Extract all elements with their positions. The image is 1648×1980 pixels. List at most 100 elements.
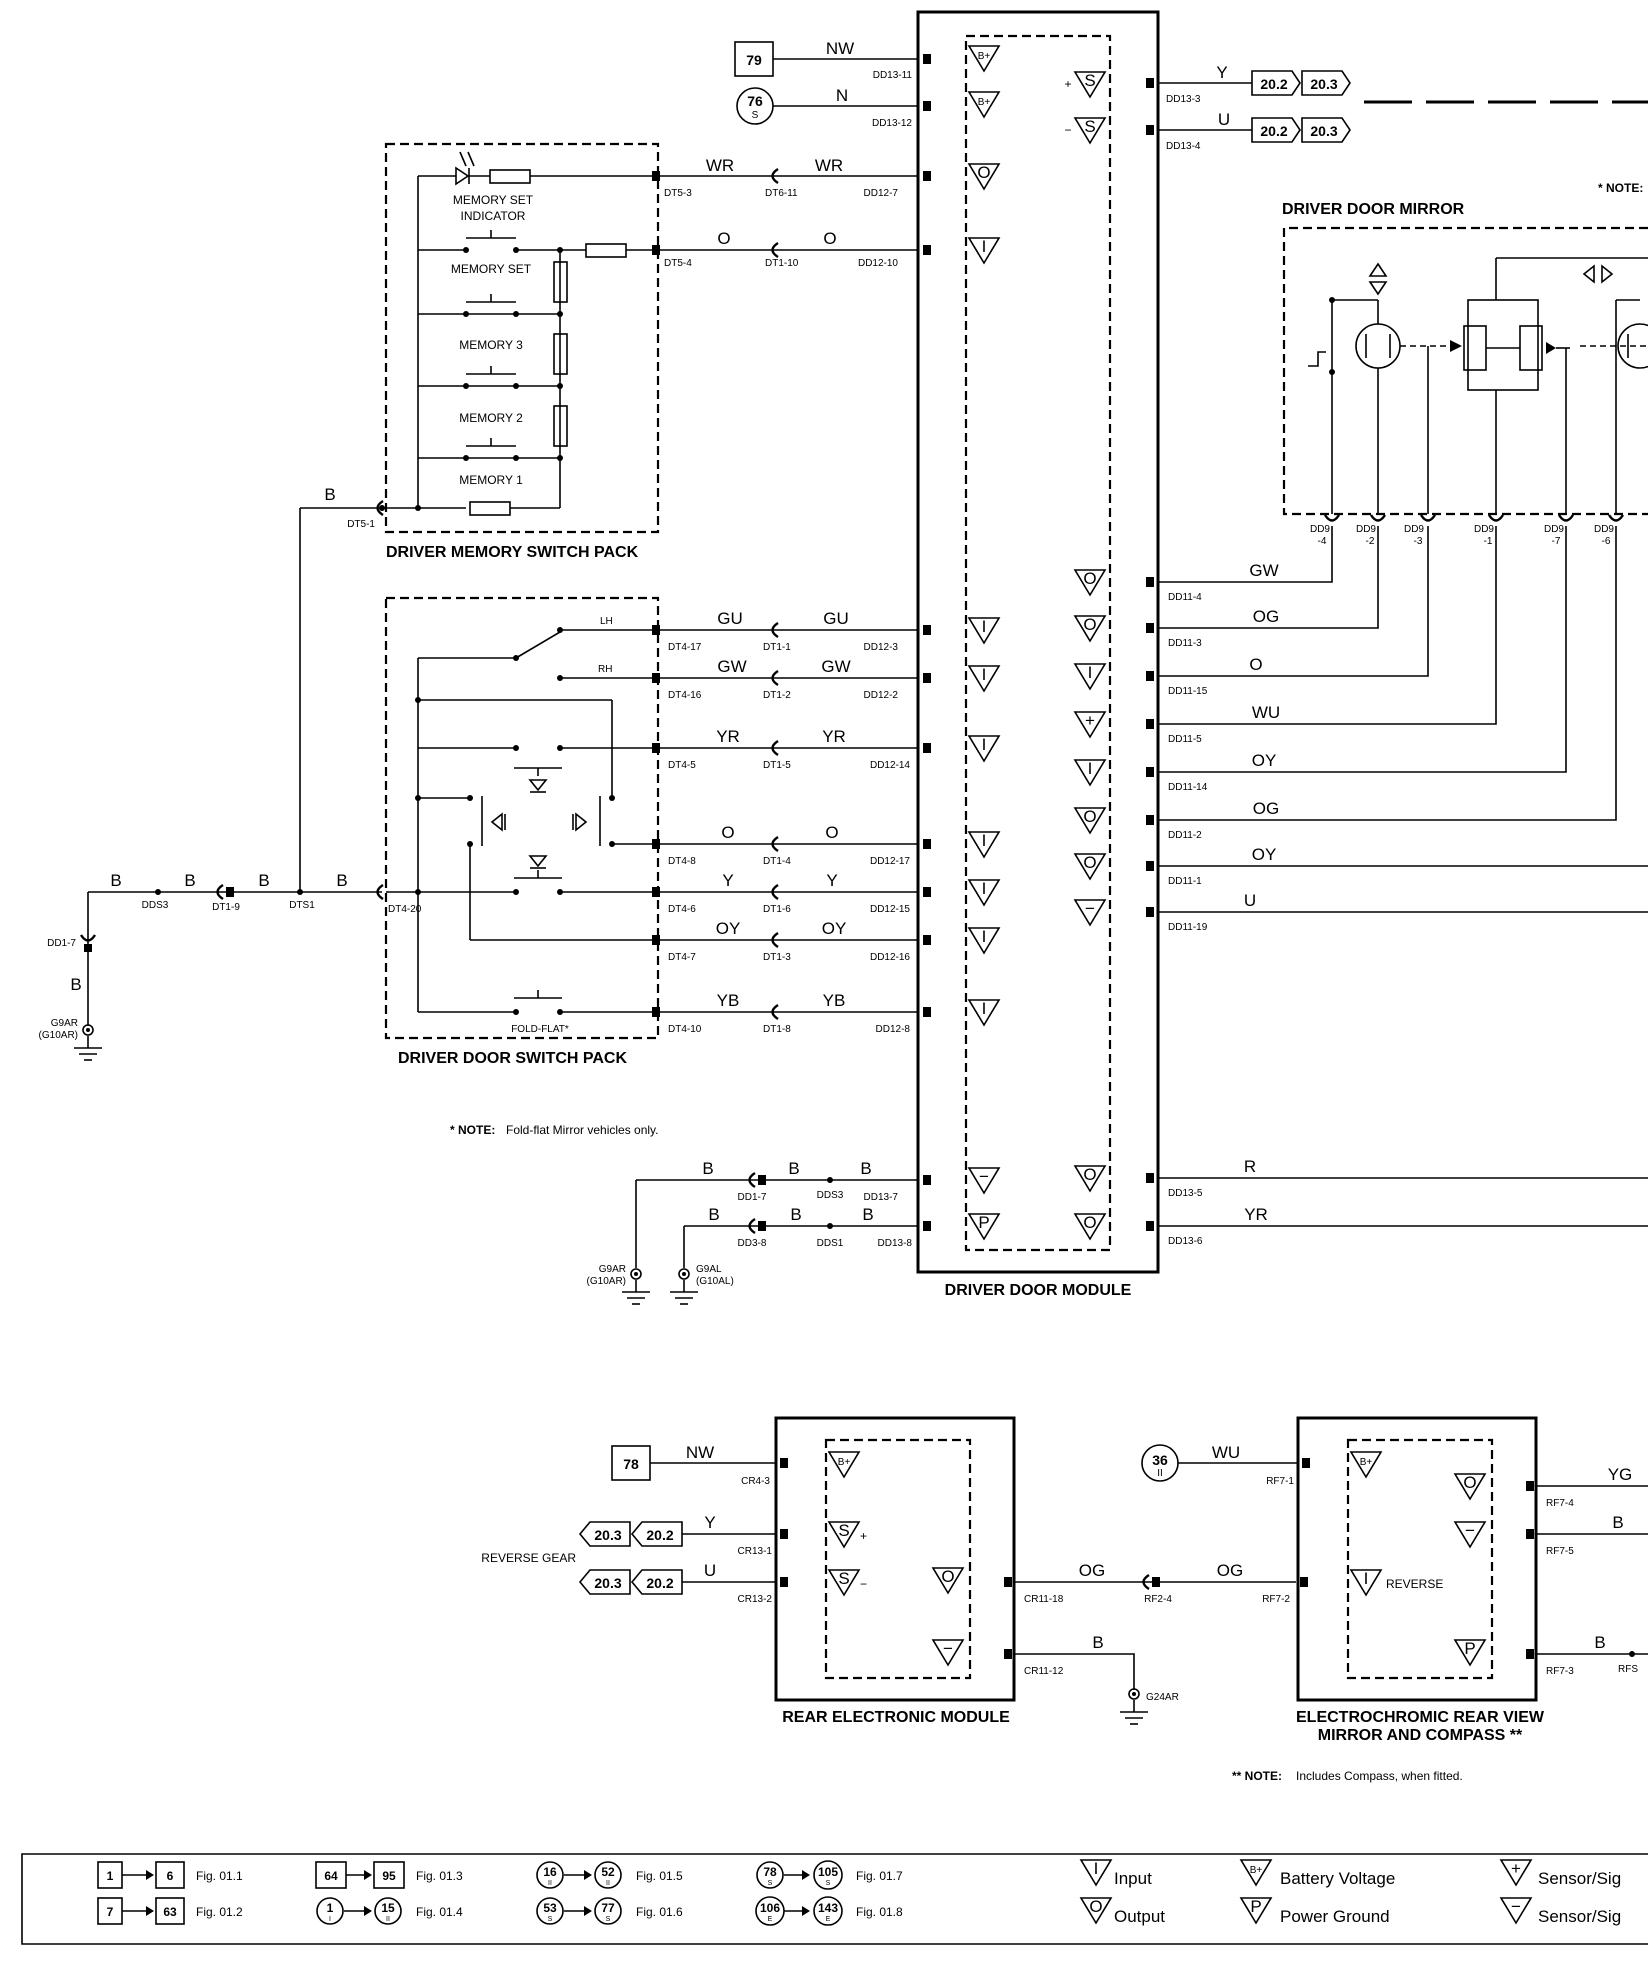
svg-text:DT4-17: DT4-17 [668, 642, 702, 653]
svg-text:+: + [860, 1529, 867, 1543]
svg-text:DD12-2: DD12-2 [864, 690, 899, 701]
svg-text:20.3: 20.3 [594, 1527, 621, 1543]
svg-text:DDS3: DDS3 [142, 900, 169, 911]
svg-text:DTS1: DTS1 [289, 900, 315, 911]
svg-text:O: O [1083, 853, 1096, 872]
svg-text:6: 6 [167, 1869, 174, 1883]
svg-text:O: O [717, 229, 730, 248]
svg-text:I: I [1088, 759, 1093, 778]
svg-text:B: B [336, 871, 347, 890]
svg-text:105: 105 [818, 1865, 838, 1879]
svg-text:+: + [1085, 711, 1095, 730]
svg-text:-6: -6 [1602, 536, 1611, 547]
svg-text:DT5-3: DT5-3 [664, 188, 692, 199]
svg-text:Y: Y [722, 871, 733, 890]
svg-text:YR: YR [822, 727, 846, 746]
memory-wires: WR WR DT5-3 DT6-11 DD12-7 O O DT5-4 DT1-… [660, 156, 931, 269]
svg-text:−: − [1511, 1897, 1521, 1916]
svg-text:YB: YB [717, 991, 740, 1010]
svg-text:DD13-8: DD13-8 [878, 1238, 913, 1249]
svg-text:DD3-8: DD3-8 [738, 1238, 767, 1249]
svg-text:GU: GU [823, 609, 849, 628]
svg-text:DD9: DD9 [1404, 524, 1424, 535]
svg-text:CR11-12: CR11-12 [1024, 1666, 1064, 1677]
svg-text:DD11-1: DD11-1 [1168, 876, 1202, 887]
ref-79: 79 [746, 52, 762, 68]
svg-text:I: I [982, 831, 987, 850]
svg-text:Fig. 01.6: Fig. 01.6 [636, 1905, 683, 1919]
rear-electronic-module: REAR ELECTRONIC MODULE B+ S + S − O − 78… [481, 1416, 1308, 1726]
svg-text:GW: GW [717, 657, 746, 676]
svg-text:Power Ground: Power Ground [1280, 1907, 1390, 1926]
svg-text:U: U [1244, 891, 1256, 910]
svg-text:REVERSE GEAR: REVERSE GEAR [481, 1551, 576, 1565]
svg-text:-7: -7 [1552, 536, 1561, 547]
svg-text:RF2-4: RF2-4 [1144, 1594, 1172, 1605]
svg-text:20.2: 20.2 [1260, 76, 1287, 92]
svg-text:* NOTE:: * NOTE: [450, 1123, 495, 1137]
svg-text:DT4-10: DT4-10 [668, 1024, 702, 1035]
svg-text:CR11-18: CR11-18 [1024, 1594, 1064, 1605]
svg-text:YR: YR [1244, 1205, 1268, 1224]
svg-text:Fig. 01.8: Fig. 01.8 [856, 1905, 903, 1919]
svg-text:20.3: 20.3 [1310, 123, 1337, 139]
svg-text:MEMORY 3: MEMORY 3 [459, 338, 523, 352]
svg-text:RF7-5: RF7-5 [1546, 1546, 1574, 1557]
svg-text:E: E [826, 1916, 831, 1923]
svg-text:R: R [1244, 1157, 1256, 1176]
svg-text:95: 95 [382, 1869, 396, 1883]
svg-text:RFS: RFS [1618, 1664, 1638, 1675]
svg-text:B: B [1092, 1633, 1103, 1652]
svg-text:DD13-11: DD13-11 [873, 70, 913, 81]
svg-text:DT4-8: DT4-8 [668, 856, 696, 867]
svg-text:RF7-1: RF7-1 [1266, 1476, 1294, 1487]
svg-text:-2: -2 [1366, 536, 1375, 547]
svg-text:OY: OY [716, 919, 741, 938]
svg-text:(G10AL): (G10AL) [696, 1276, 734, 1287]
svg-text:(G10AR): (G10AR) [39, 1030, 78, 1041]
svg-text:S: S [1084, 117, 1095, 136]
svg-text:Sensor/Sig: Sensor/Sig [1538, 1907, 1621, 1926]
svg-text:S: S [752, 110, 759, 121]
svg-text:Includes Compass, when fitted.: Includes Compass, when fitted. [1296, 1769, 1463, 1783]
svg-text:CR13-2: CR13-2 [738, 1594, 773, 1605]
svg-text:DD12-17: DD12-17 [870, 856, 910, 867]
svg-text:S: S [548, 1916, 553, 1923]
svg-text:36: 36 [1152, 1452, 1168, 1468]
svg-text:1: 1 [327, 1901, 334, 1915]
svg-text:DD11-3: DD11-3 [1168, 638, 1202, 649]
svg-text:16: 16 [543, 1865, 557, 1879]
svg-text:−: − [860, 1577, 867, 1591]
svg-text:B+: B+ [978, 97, 991, 108]
svg-text:DD13-7: DD13-7 [864, 1192, 899, 1203]
svg-text:DT1-8: DT1-8 [763, 1024, 791, 1035]
svg-text:CR13-1: CR13-1 [738, 1546, 773, 1557]
svg-text:DD9: DD9 [1544, 524, 1564, 535]
svg-text:I: I [982, 927, 987, 946]
svg-text:DD12-8: DD12-8 [876, 1024, 911, 1035]
svg-text:CR4-3: CR4-3 [741, 1476, 770, 1487]
svg-text:DT4-6: DT4-6 [668, 904, 696, 915]
driver-door-switch-pack: DRIVER DOOR SWITCH PACK LH RH FOLD-FLAT*… [384, 596, 660, 1137]
mirror-wires: GW DD11-4 OG DD11-3 O DD11-15 WU DD11-5 … [1146, 526, 1648, 1247]
svg-text:-1: -1 [1484, 536, 1493, 547]
svg-text:B: B [788, 1159, 799, 1178]
svg-text:DD11-15: DD11-15 [1168, 686, 1208, 697]
svg-text:Fig. 01.1: Fig. 01.1 [196, 1869, 243, 1883]
svg-text:B: B [708, 1205, 719, 1224]
svg-text:DD12-7: DD12-7 [864, 188, 899, 199]
svg-text:Fig. 01.5: Fig. 01.5 [636, 1869, 683, 1883]
driver-memory-switch-pack: DRIVER MEMORY SWITCH PACK MEMORY SET IND… [347, 142, 660, 561]
ground-wire-left: B B B B B DDS3 DT1-9 DTS1 DD1-7 B G9AR (… [39, 485, 385, 1061]
legend: 1 6 Fig. 01.1 7 63 Fig. 01.2 64 95 Fig. … [21, 1853, 1648, 1945]
svg-text:DT1-10: DT1-10 [765, 258, 799, 269]
svg-text:P: P [978, 1213, 989, 1232]
svg-text:DD11-5: DD11-5 [1168, 734, 1202, 745]
svg-text:O: O [823, 229, 836, 248]
svg-text:P: P [1464, 1639, 1475, 1658]
svg-text:DD9: DD9 [1356, 524, 1376, 535]
svg-text:20.2: 20.2 [646, 1527, 673, 1543]
svg-text:−: − [979, 1167, 989, 1186]
svg-text:P: P [1250, 1897, 1261, 1916]
